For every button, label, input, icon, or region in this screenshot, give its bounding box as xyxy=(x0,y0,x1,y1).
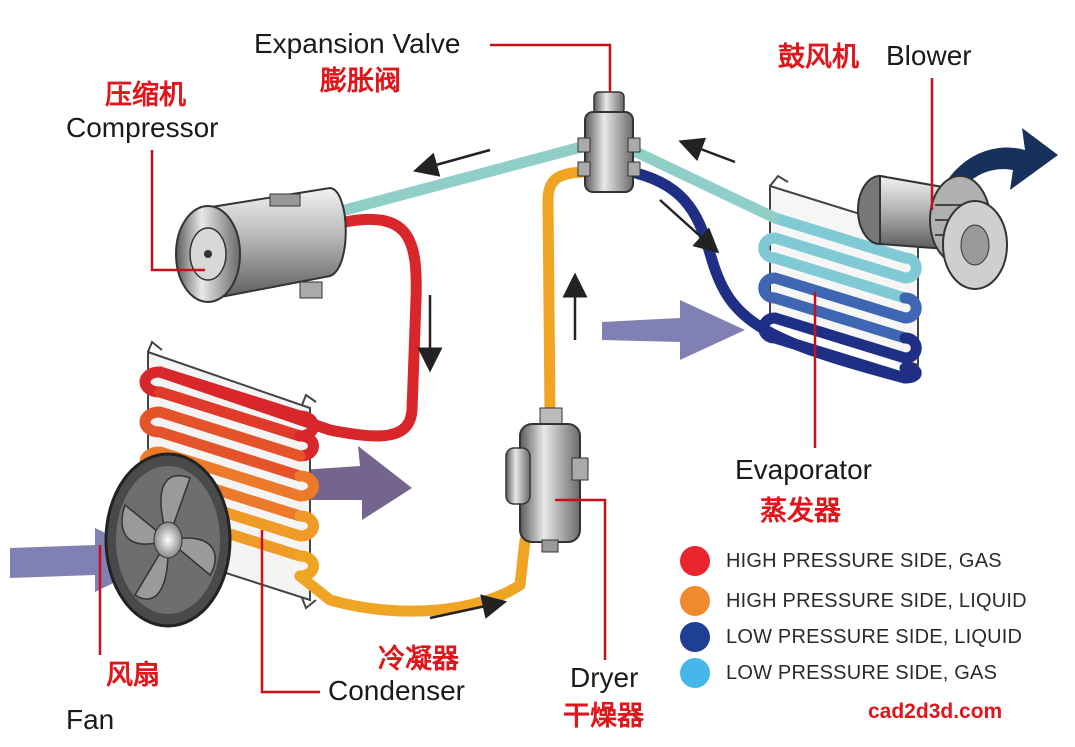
compressor xyxy=(175,186,347,303)
legend-item: LOW PRESSURE SIDE, LIQUID xyxy=(680,622,1022,652)
legend-item: LOW PRESSURE SIDE, GAS xyxy=(680,658,997,688)
expansion-valve-label-zh: 膨胀阀 xyxy=(320,66,401,97)
legend-label: LOW PRESSURE SIDE, GAS xyxy=(726,661,998,684)
line-low-liquid xyxy=(626,166,911,384)
callout-condenser xyxy=(260,530,320,694)
blower xyxy=(857,174,1008,290)
callout-compressor xyxy=(150,150,205,272)
blower-label-zh: 鼓风机 xyxy=(778,42,859,73)
fan-label-zh: 风扇 xyxy=(106,660,160,691)
line-high-gas xyxy=(154,213,422,442)
airflow-arrow-evaporator xyxy=(602,300,745,360)
fan xyxy=(104,452,232,628)
fan-label: Fan xyxy=(66,704,115,735)
legend-dot xyxy=(680,622,710,652)
flow-arrows xyxy=(412,137,736,620)
dryer xyxy=(505,407,589,553)
legend-dot xyxy=(680,586,710,616)
legend-label: HIGH PRESSURE SIDE, LIQUID xyxy=(726,589,1027,612)
condenser-label-zh: 冷凝器 xyxy=(378,644,459,675)
legend-dot xyxy=(680,546,710,576)
legend-item: HIGH PRESSURE SIDE, LIQUID xyxy=(680,586,1027,616)
dryer-label: Dryer xyxy=(570,662,639,693)
line-high-liquid-to-dryer xyxy=(294,534,531,617)
expansion-valve-label: Expansion Valve xyxy=(254,28,461,59)
dryer-label-zh: 干燥器 xyxy=(563,701,644,732)
compressor-label: Compressor xyxy=(66,112,219,143)
line-low-gas-to-compressor xyxy=(324,140,591,220)
legend-item: HIGH PRESSURE SIDE, GAS xyxy=(680,546,1002,576)
expansion-valve xyxy=(577,91,641,193)
blower-label: Blower xyxy=(886,40,972,71)
blower-outflow-arrow xyxy=(935,128,1058,210)
compressor-label-zh: 压缩机 xyxy=(105,80,186,111)
line-low-gas-from-evaporator xyxy=(626,144,781,224)
legend-label: HIGH PRESSURE SIDE, GAS xyxy=(726,549,1002,572)
callout-dryer xyxy=(555,498,607,660)
callout-lines xyxy=(98,43,934,694)
legend-dot xyxy=(680,658,710,688)
condenser-label: Condenser xyxy=(328,675,465,706)
line-high-liquid-to-valve xyxy=(542,166,594,418)
callout-expansion-valve xyxy=(490,43,612,92)
legend-label: LOW PRESSURE SIDE, LIQUID xyxy=(726,625,1023,648)
watermark: cad2d3d.com xyxy=(868,700,1003,723)
airflow-arrow-condenser xyxy=(300,446,412,520)
evaporator-label-zh: 蒸发器 xyxy=(760,496,841,527)
evaporator-label: Evaporator xyxy=(735,454,872,485)
